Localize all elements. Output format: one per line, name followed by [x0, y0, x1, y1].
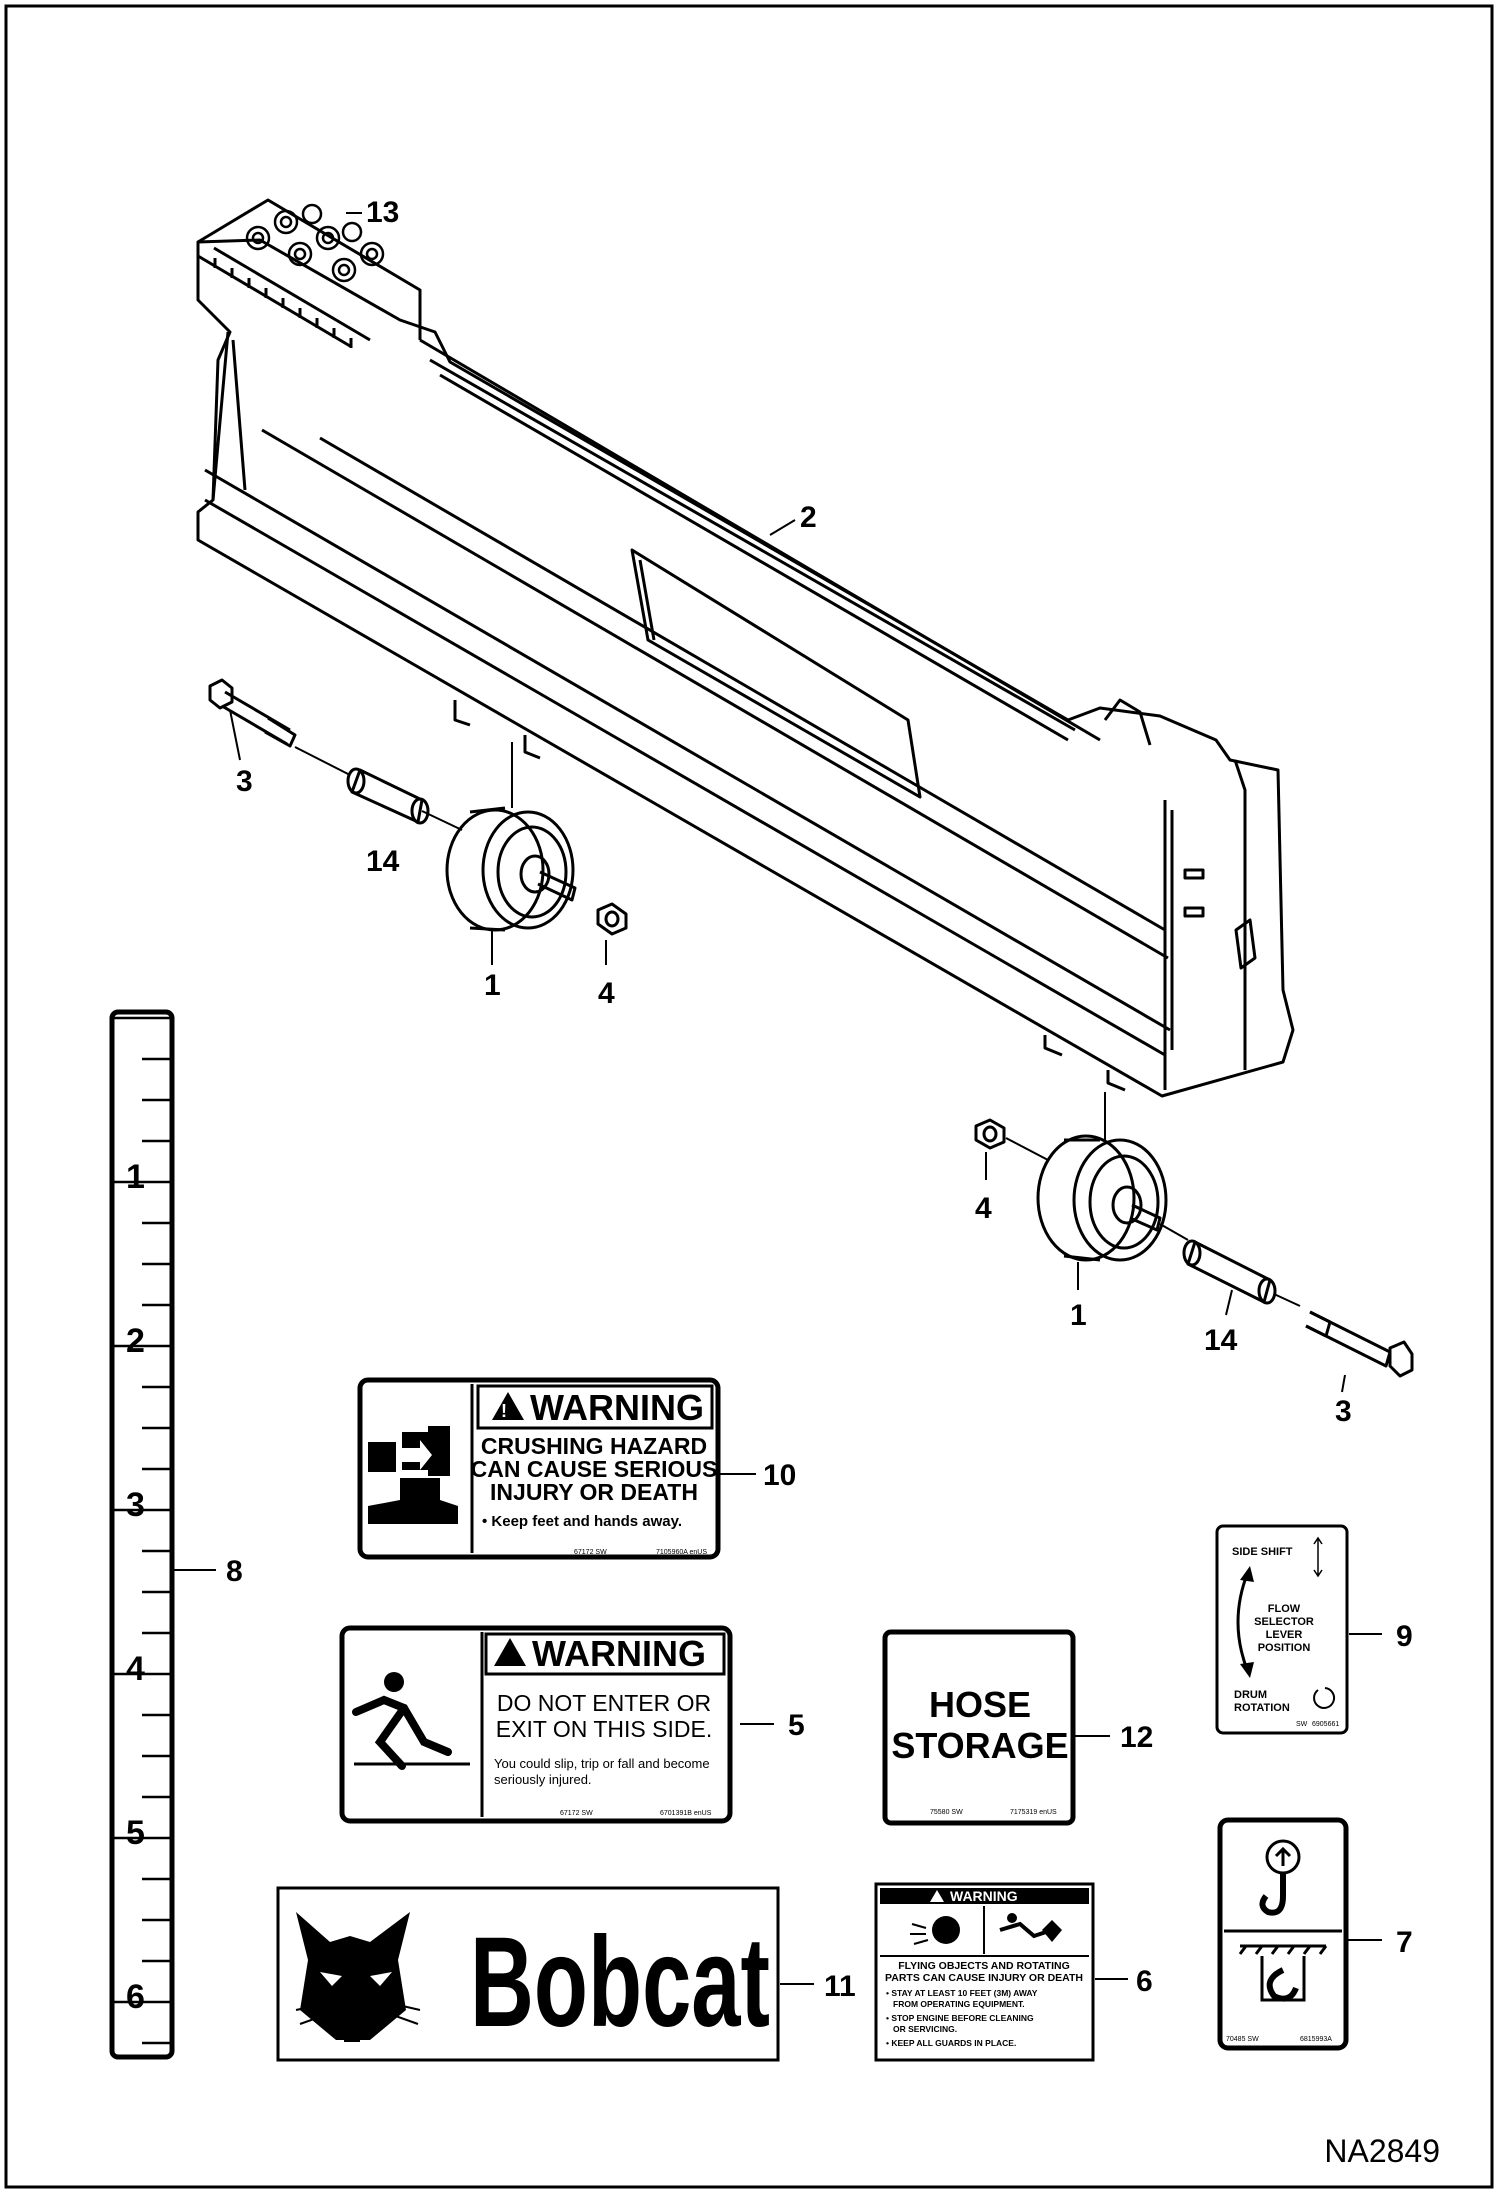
decal-6-line1: FLYING OBJECTS AND ROTATING: [898, 1960, 1070, 1972]
measuring-ruler: [109, 1009, 175, 2060]
decal-12-part-right: 7175319 enUS: [1010, 1809, 1057, 1816]
callout-12: 12: [1120, 1721, 1153, 1754]
callout-8: 8: [226, 1555, 243, 1588]
decal-6-b3: • KEEP ALL GUARDS IN PLACE.: [886, 2038, 1016, 2048]
callout-4-left: 4: [598, 977, 615, 1010]
decal-6-b2b: OR SERVICING.: [893, 2024, 957, 2034]
decal-5-note1: You could slip, trip or fall and become: [494, 1756, 710, 1771]
decal-flow-selector: SIDE SHIFT FLOW SELECTOR LEVER POSITION …: [1215, 1524, 1349, 1735]
ruler-label-2: 2: [126, 1322, 145, 1360]
ruler-label-5: 5: [126, 1814, 145, 1852]
valve-block-teeth: [213, 258, 353, 348]
decal-7-part-left: 70485 SW: [1226, 2036, 1259, 2043]
decal-hose-storage: HOSE STORAGE 75580 SW 7175319 enUS: [882, 1629, 1076, 1826]
page-border: [4, 4, 1494, 2189]
decal-12-line1: HOSE: [929, 1684, 1031, 1725]
flying-debris-icon: [910, 1916, 960, 1945]
decal-11-brand: Bobcat: [470, 1911, 770, 2054]
decal-9-mid3: LEVER: [1266, 1629, 1303, 1641]
decal-5-part-left: 67172 SW: [560, 1810, 593, 1817]
decal-5-header: WARNING: [532, 1633, 706, 1674]
selector-curve-arrow-icon: [1236, 1571, 1250, 1673]
callout-2: 2: [800, 501, 817, 534]
decal-9-part-right: 6905661: [1312, 1721, 1339, 1728]
rotating-parts-icon: [999, 1913, 1062, 1942]
drum-rotation-icon: [1313, 1687, 1336, 1709]
callout-11: 11: [824, 1970, 856, 2003]
decal-5-line1: DO NOT ENTER OR: [497, 1690, 711, 1716]
ruler-labels: 1 2 3 4 5 6: [126, 1158, 145, 2016]
ruler-label-3: 3: [126, 1486, 145, 1524]
callout-13: 13: [366, 196, 399, 229]
slip-fall-figure-icon: [352, 1672, 470, 1770]
decal-6-header: WARNING: [950, 1888, 1018, 1904]
decal-7-part-right: 6815993A: [1300, 2036, 1332, 2043]
decal-12-part-left: 75580 SW: [930, 1809, 963, 1816]
ruler-label-4: 4: [126, 1650, 145, 1688]
decal-10-line3: INJURY OR DEATH: [490, 1479, 698, 1505]
decal-6-b2a: • STOP ENGINE BEFORE CLEANING: [886, 2013, 1034, 2023]
ruler-ticks: [112, 1016, 172, 2045]
decal-10-part-left: 67172 SW: [574, 1549, 607, 1556]
decal-10-line1: CRUSHING HAZARD: [481, 1433, 707, 1459]
crush-hand-foot-icon: [368, 1426, 458, 1524]
right-leaders: [985, 1092, 1346, 1393]
decal-10-part-right: 7105960A enUS: [656, 1549, 707, 1556]
decal-9-mid2: SELECTOR: [1254, 1616, 1314, 1628]
callout-1-right: 1: [1070, 1299, 1087, 1332]
decal-12-line2: STORAGE: [891, 1725, 1068, 1766]
tie-down-icon: [1238, 1944, 1328, 2002]
decal-5-part-right: 6701391B enUS: [660, 1810, 712, 1817]
decal-9-bot1: DRUM: [1234, 1689, 1267, 1701]
decal-10-bullet: • Keep feet and hands away.: [482, 1513, 682, 1530]
callout-14-left: 14: [366, 845, 400, 878]
decal-9-bot2: ROTATION: [1234, 1702, 1290, 1714]
decal-crushing-hazard: ! WARNING CRUSHING HAZARD CAN CAUSE SERI…: [357, 1377, 721, 1560]
bobcat-head-logo-icon: [295, 1912, 421, 2042]
svg-text:!: !: [501, 1401, 507, 1421]
callout-4-right: 4: [975, 1192, 992, 1225]
decal-6-b1a: • STAY AT LEAST 10 FEET (3M) AWAY: [886, 1988, 1038, 1998]
decal-9-mid1: FLOW: [1268, 1603, 1301, 1615]
callout-3-left: 3: [236, 765, 253, 798]
warning-triangle-icon: [492, 1392, 524, 1420]
decal-9-mid4: POSITION: [1258, 1642, 1311, 1654]
ruler-label-1: 1: [126, 1158, 145, 1196]
decal-6-b1b: FROM OPERATING EQUIPMENT.: [893, 1999, 1025, 2009]
callout-3-right: 3: [1335, 1395, 1352, 1428]
frame-assembly: [196, 198, 1295, 1098]
callout-10: 10: [763, 1459, 796, 1492]
decal-10-line2: CAN CAUSE SERIOUS: [471, 1456, 718, 1482]
callout-6: 6: [1136, 1965, 1153, 1998]
callout-1-left: 1: [484, 969, 501, 1002]
callout-9: 9: [1396, 1620, 1413, 1653]
decal-lift-point: 70485 SW 6815993A: [1217, 1817, 1349, 2051]
decal-do-not-enter: WARNING DO NOT ENTER OR EXIT ON THIS SID…: [339, 1625, 733, 1824]
decal-bobcat-logo: Bobcat: [276, 1886, 780, 2062]
decal-flying-objects: WARNING FLYING OBJECTS AND ROTATING PART…: [874, 1882, 1095, 2062]
callout-5: 5: [788, 1709, 805, 1742]
left-roller-group: [208, 678, 628, 936]
callout-7: 7: [1396, 1926, 1413, 1959]
lift-hook-icon: [1259, 1839, 1301, 1916]
decal-9-part-left: SW: [1296, 1721, 1308, 1728]
left-leaders: [229, 709, 607, 965]
callouts: 13 2 3 14 1 4 4 1 14 3 8 10 5 12 9 7 11 …: [226, 196, 1413, 2003]
top-leaders: [346, 212, 796, 536]
warning-triangle-icon: [494, 1638, 526, 1666]
side-shift-arrow-icon: [1313, 1536, 1323, 1578]
decal-5-note2: seriously injured.: [494, 1772, 592, 1787]
warning-triangle-icon: [930, 1890, 944, 1902]
callout-14-right: 14: [1204, 1324, 1238, 1357]
decal-6-line2: PARTS CAN CAUSE INJURY OR DEATH: [885, 1972, 1083, 1984]
diagram-reference: NA2849: [1324, 2133, 1440, 2169]
decal-9-top: SIDE SHIFT: [1232, 1546, 1293, 1558]
decal-10-header: WARNING: [530, 1387, 704, 1428]
valve-block-ports: [245, 203, 385, 283]
decal-5-line2: EXIT ON THIS SIDE.: [496, 1716, 712, 1742]
right-roller-group: [974, 1118, 1414, 1378]
ruler-label-6: 6: [126, 1978, 145, 2016]
